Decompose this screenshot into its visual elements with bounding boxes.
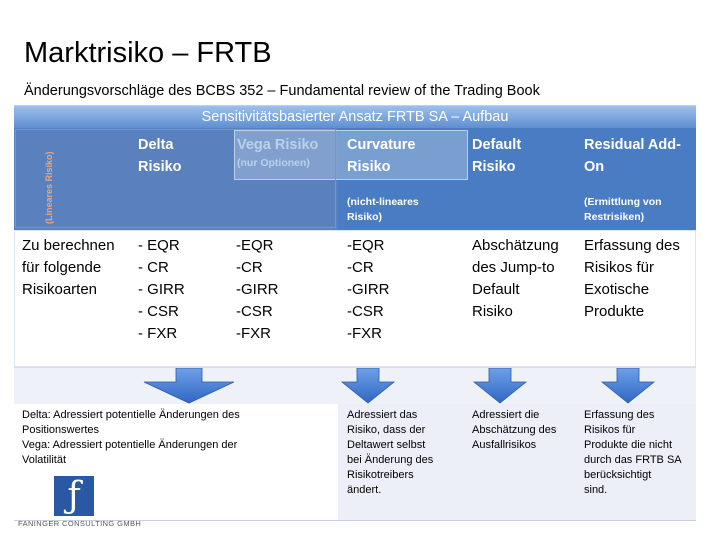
page-subtitle: Änderungsvorschläge des BCBS 352 – Funda… (24, 83, 540, 99)
list-item: - GIRR (138, 281, 185, 298)
vega-header-line1: Vega Risiko (237, 137, 319, 153)
vega-list: -EQR -CR -GIRR -CSR -FXR (236, 235, 279, 345)
faninger-logo-icon: ƒ (54, 476, 94, 516)
header-cell-residual (574, 128, 696, 230)
intro-line: Zu berechnen (22, 237, 115, 254)
default-description: Adressiert die Abschätzung des Ausfallri… (472, 408, 556, 453)
curvature-description: Adressiert das Risiko, dass der Deltawer… (347, 408, 433, 498)
page-title: Marktrisiko – FRTB (24, 37, 272, 69)
residual-header-line1: Residual Add- (584, 137, 681, 153)
residual-header-line2: On (584, 159, 605, 175)
default-line: Abschätzung (472, 237, 559, 254)
residual-line: Produkte (584, 303, 645, 320)
list-item: -CR (236, 259, 263, 276)
default-header: Default Risiko (472, 134, 521, 178)
delta-vega-description: Delta: Adressiert potentielle Änderungen… (22, 408, 240, 468)
residual-line: Exotische (584, 281, 650, 298)
list-item: - FXR (138, 325, 178, 342)
curvature-header: Curvature Risiko (347, 134, 416, 178)
delta-header-line1: Delta (138, 137, 174, 153)
desc-line: Ausfallrisikos (472, 439, 537, 451)
residual-note: (Ermittlung von Restrisiken) (584, 195, 662, 225)
header-cell-linear (14, 128, 126, 230)
desc-line: Risikotreibers (347, 469, 414, 481)
curvature-note-line1: (nicht-lineares (347, 196, 419, 208)
list-item: -CSR (347, 303, 384, 320)
vega-header: Vega Risiko (nur Optionen) (237, 134, 318, 170)
default-header-line1: Default (472, 137, 522, 153)
desc-line: Vega: Adressiert potentielle Änderungen … (22, 439, 238, 451)
section-band: Sensitivitätsbasierter Ansatz FRTB SA – … (14, 105, 696, 128)
desc-line: Delta: Adressiert potentielle Änderungen… (22, 409, 240, 421)
risk-types-row (14, 230, 696, 367)
residual-header: Residual Add- On (584, 134, 681, 178)
list-item: -FXR (347, 325, 382, 342)
default-line: des Jump-to (472, 259, 555, 276)
list-item: -CSR (236, 303, 273, 320)
intro-text: Zu berechnen für folgende Risikoarten (22, 235, 115, 301)
delta-list: - EQR - CR - GIRR - CSR - FXR (138, 235, 185, 345)
list-item: -EQR (347, 237, 385, 254)
list-item: -CR (347, 259, 374, 276)
residual-line: Risikos für (584, 259, 655, 276)
desc-line: bei Änderung des (347, 454, 434, 466)
desc-line: Risiko, dass der (347, 424, 426, 436)
desc-line: ändert. (347, 484, 382, 496)
residual-description: Erfassung des Risikos für Produkte die n… (584, 408, 682, 498)
default-line: Risiko (472, 303, 513, 320)
default-line: Default (472, 281, 520, 298)
desc-line: durch das FRTB SA (584, 454, 682, 466)
list-item: - CR (138, 259, 169, 276)
residual-text: Erfassung des Risikos für Exotische Prod… (584, 235, 680, 323)
desc-line: Deltawert selbst (347, 439, 426, 451)
intro-line: für folgende (22, 259, 102, 276)
list-item: - EQR (138, 237, 180, 254)
curvature-note-line2: Risiko) (347, 211, 383, 223)
company-name: FANINGER CONSULTING GMBH (18, 519, 142, 528)
desc-line: Volatilität (22, 454, 67, 466)
delta-header-line2: Risiko (138, 159, 182, 175)
desc-line: Risikos für (584, 424, 636, 436)
desc-line: Produkte die nicht (584, 439, 673, 451)
default-header-line2: Risiko (472, 159, 516, 175)
list-item: -GIRR (236, 281, 279, 298)
description-background (338, 404, 696, 521)
desc-line: Abschätzung des (472, 424, 557, 436)
curvature-header-line1: Curvature (347, 137, 416, 153)
desc-line: sind. (584, 484, 608, 496)
delta-header: Delta Risiko (138, 134, 182, 178)
default-text: Abschätzung des Jump-to Default Risiko (472, 235, 559, 323)
list-item: -GIRR (347, 281, 390, 298)
header-cell-default (462, 128, 574, 230)
list-item: -EQR (236, 237, 274, 254)
down-arrow-icon (340, 368, 396, 404)
curvature-note: (nicht-lineares Risiko) (347, 195, 419, 225)
desc-line: Adressiert das (347, 409, 418, 421)
bottom-divider (14, 520, 696, 521)
list-item: - CSR (138, 303, 179, 320)
intro-line: Risikoarten (22, 281, 98, 298)
residual-note-line2: Restrisiken) (584, 211, 645, 223)
linear-risk-frame (15, 129, 336, 228)
list-item: -FXR (236, 325, 271, 342)
down-arrow-icon (142, 368, 236, 404)
desc-line: Positionswertes (22, 424, 100, 436)
vega-header-sub: (nur Optionen) (237, 157, 310, 169)
curvature-header-line2: Risiko (347, 159, 391, 175)
down-arrow-icon (600, 368, 656, 404)
curvature-list: -EQR -CR -GIRR -CSR -FXR (347, 235, 390, 345)
desc-line: Adressiert die (472, 409, 540, 421)
desc-line: berücksichtigt (584, 469, 652, 481)
linear-risk-label: (Lineares Risiko) (44, 151, 54, 224)
desc-line: Erfassung des (584, 409, 655, 421)
vega-highlight-box (234, 130, 468, 180)
residual-note-line1: (Ermittlung von (584, 196, 662, 208)
down-arrow-icon (472, 368, 528, 404)
residual-line: Erfassung des (584, 237, 680, 254)
